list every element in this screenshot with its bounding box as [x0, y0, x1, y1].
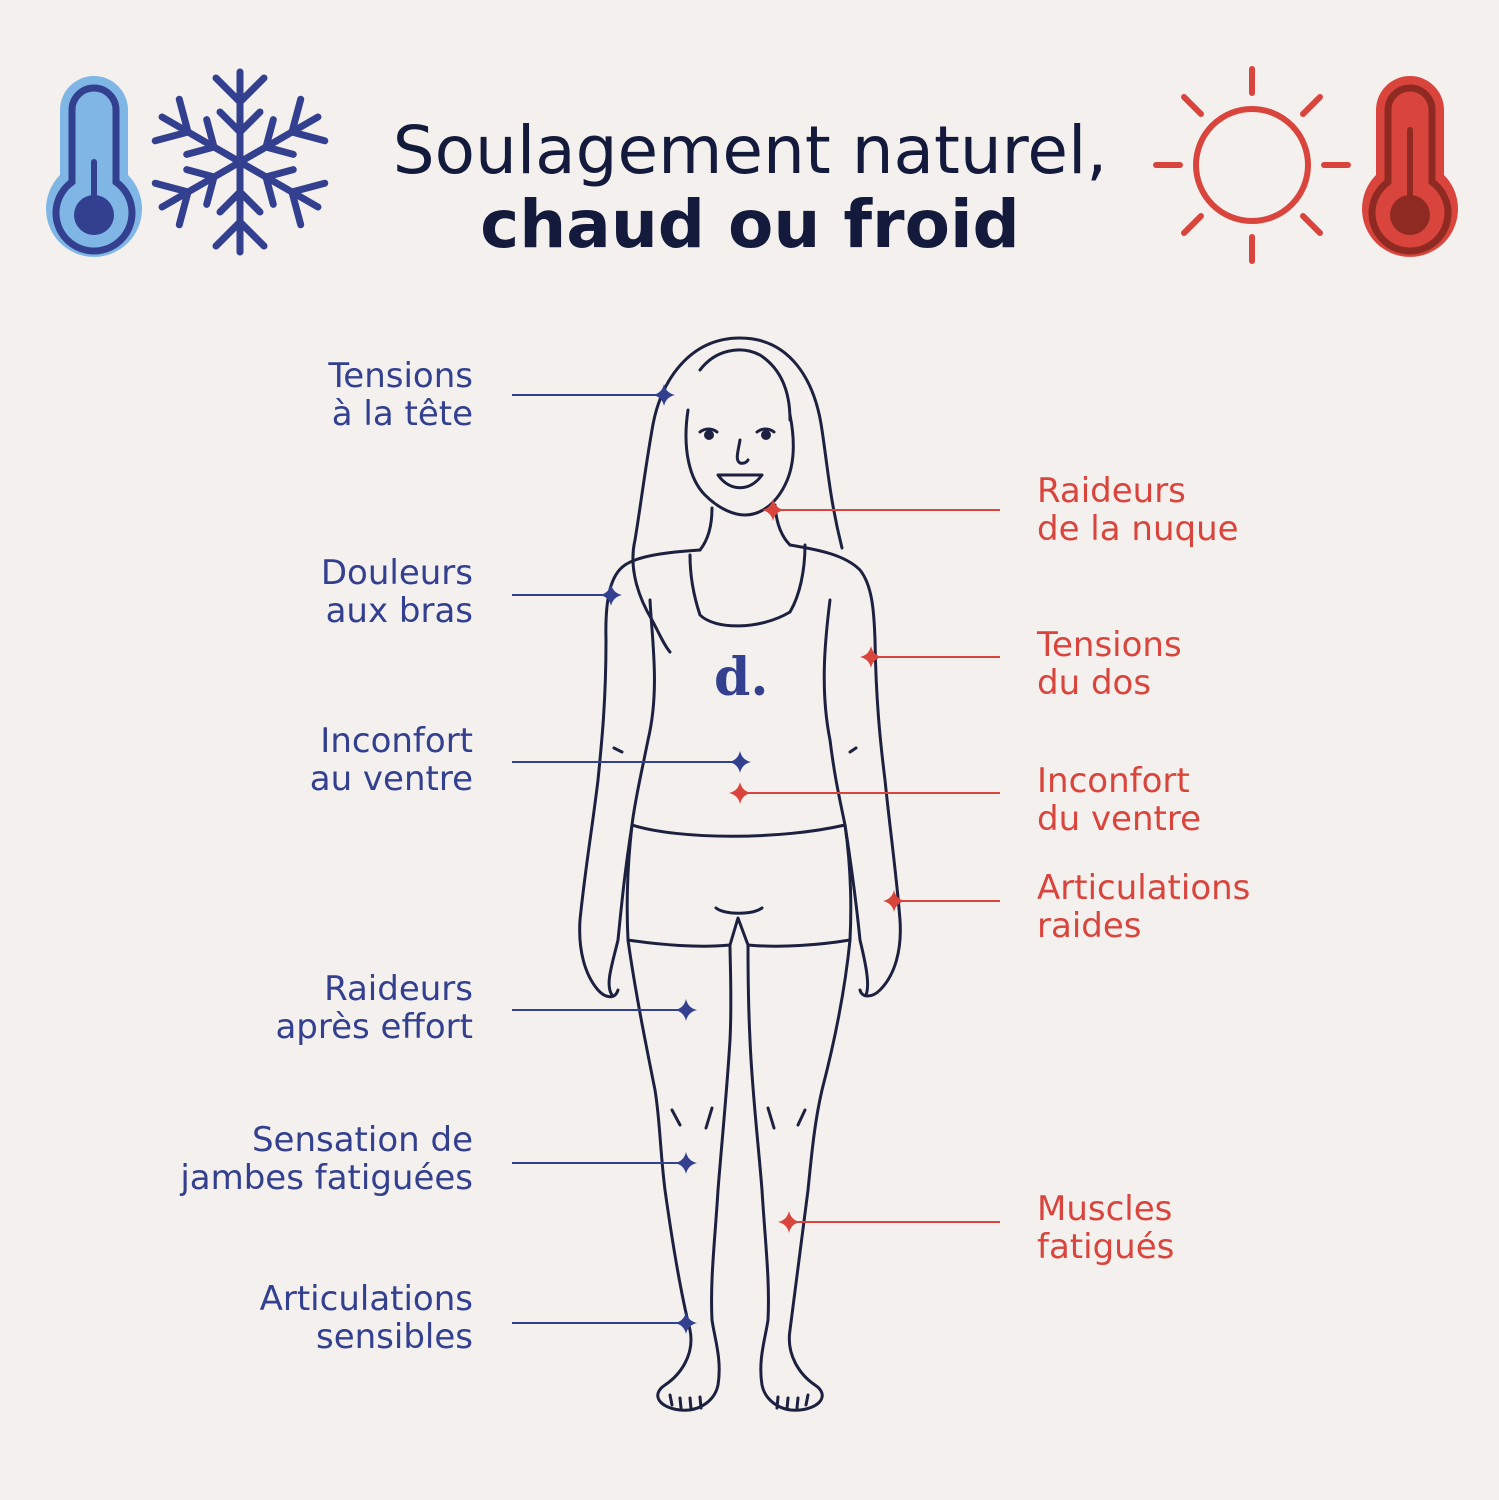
title-line-2: chaud ou froid — [480, 186, 1020, 263]
star-marker-icon — [675, 1312, 697, 1334]
brand-logo: d. — [714, 647, 768, 708]
left-leg — [626, 938, 733, 1412]
star-marker-icon — [762, 499, 784, 521]
shorts — [625, 823, 853, 948]
right-leg — [746, 938, 852, 1412]
title-line-1: Soulagement naturel, — [392, 112, 1108, 189]
torso-left — [578, 548, 702, 999]
right-eye — [755, 427, 776, 434]
star-marker-icon — [600, 584, 622, 606]
cold-label-arms: Douleurs aux bras — [320, 553, 473, 631]
left-eye — [698, 427, 719, 434]
cold-label-belly: Inconfort au ventre — [309, 721, 473, 799]
star-marker-icon — [860, 646, 882, 668]
mouth — [716, 473, 764, 490]
leader-lines — [512, 384, 1000, 1334]
cold-label-legs: Sensation de jambes fatiguées — [180, 1120, 473, 1198]
hot-label-back: Tensions du dos — [1037, 625, 1182, 703]
star-marker-icon — [729, 782, 751, 804]
hair — [631, 336, 742, 654]
star-marker-icon — [675, 999, 697, 1021]
cold-label-effort: Raideurs après effort — [275, 969, 473, 1047]
cold-label-joints: Articulations sensibles — [259, 1279, 473, 1357]
thermometer-cold-icon — [46, 76, 143, 257]
star-marker-icon — [675, 1152, 697, 1174]
hot-label-neck: Raideurs de la nuque — [1037, 471, 1239, 549]
hot-label-muscles: Muscles fatigués — [1037, 1189, 1175, 1267]
star-marker-icon — [883, 890, 905, 912]
nose — [735, 438, 750, 465]
hot-label-joints: Articulations raides — [1037, 868, 1251, 946]
sun-icon — [1153, 66, 1351, 264]
tank-top — [688, 543, 807, 628]
torso-right — [788, 543, 902, 998]
hair-right — [738, 336, 844, 550]
hot-label-belly: Inconfort du ventre — [1037, 761, 1202, 839]
star-marker-icon — [729, 751, 751, 773]
body-figure — [578, 336, 902, 1412]
cold-label-head: Tensions à la tête — [328, 356, 473, 434]
star-marker-icon — [778, 1211, 800, 1233]
face — [684, 408, 795, 517]
snowflake-icon — [150, 68, 330, 252]
star-marker-icon — [653, 384, 675, 406]
thermometer-hot-icon — [1361, 76, 1458, 257]
